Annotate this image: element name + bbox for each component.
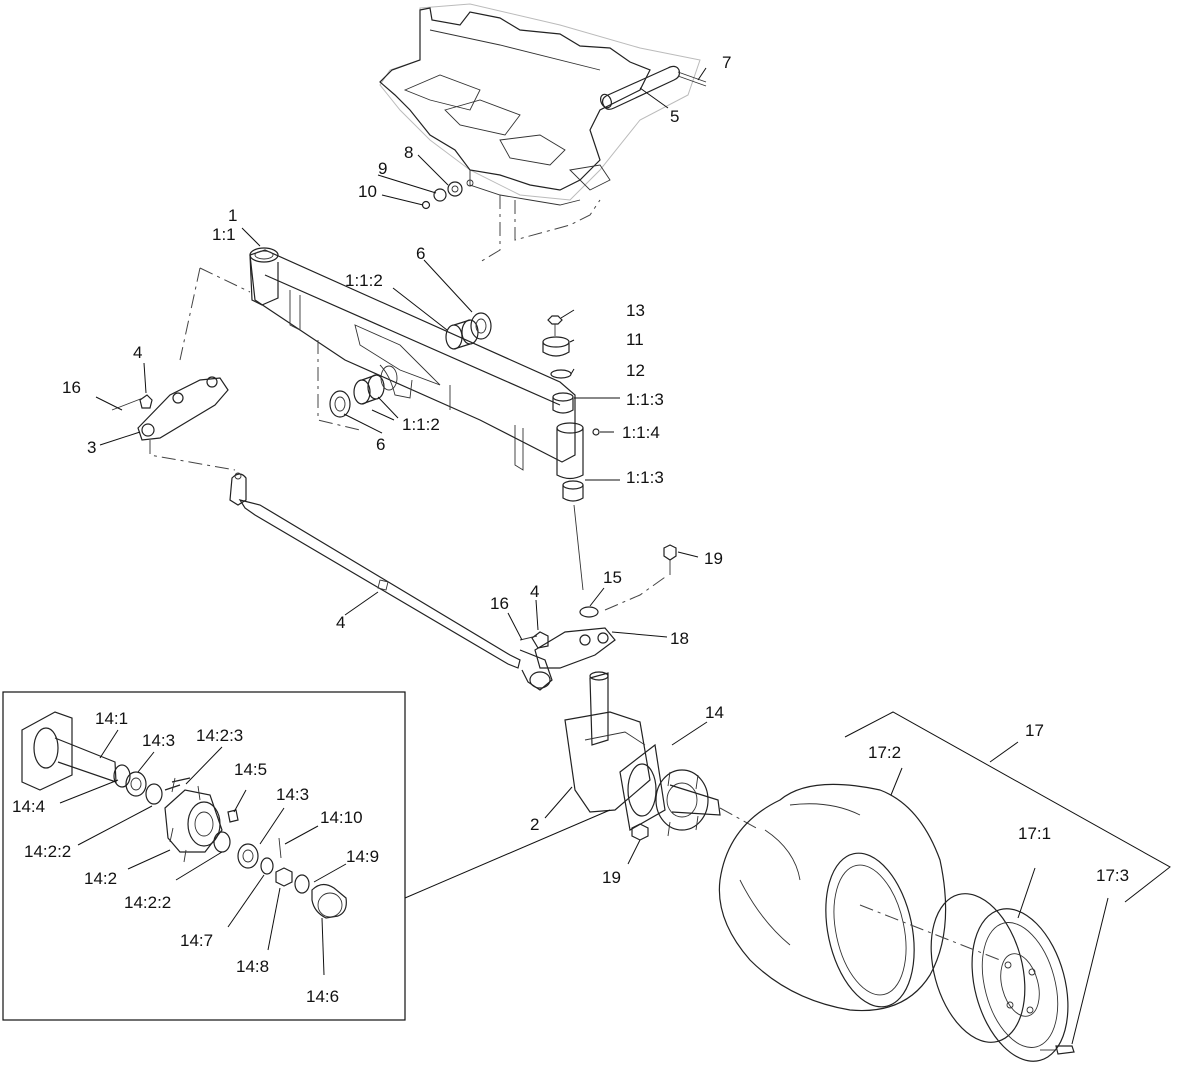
- label-14-3-left: 14:3: [142, 731, 175, 750]
- pivot-pin: [599, 65, 707, 110]
- label-6-upper: 6: [416, 244, 425, 263]
- leader-lines: [59, 67, 1109, 1045]
- label-4-tie-rod: 4: [336, 613, 345, 632]
- label-14-1: 14:1: [95, 709, 128, 728]
- label-14-2-2-right: 14:2:2: [124, 893, 171, 912]
- tie-rod: [229, 472, 553, 691]
- label-14-9: 14:9: [346, 847, 379, 866]
- label-8: 8: [404, 143, 413, 162]
- label-14-2-2-left: 14:2:2: [24, 842, 71, 861]
- label-14-6: 14:6: [306, 987, 339, 1006]
- label-6-lower: 6: [376, 435, 385, 454]
- label-4-nut-left: 4: [133, 343, 142, 362]
- frame-section: [379, 3, 701, 263]
- label-4-nut-right: 4: [530, 582, 539, 601]
- spindle-cap-stack: [542, 315, 600, 591]
- label-17: 17: [1025, 721, 1044, 740]
- label-2: 2: [530, 815, 539, 834]
- label-1-1-2-lower: 1:1:2: [402, 415, 440, 434]
- label-14-10: 14:10: [320, 808, 363, 827]
- label-10: 10: [358, 182, 377, 201]
- label-1-1-2-upper: 1:1:2: [345, 271, 383, 290]
- label-1-1-4: 1:1:4: [622, 423, 660, 442]
- steering-arm-left: [111, 376, 236, 471]
- label-14-3-right: 14:3: [276, 785, 309, 804]
- label-5: 5: [670, 107, 679, 126]
- label-14-8: 14:8: [236, 957, 269, 976]
- callout-labels: 1 1:1 1:1:2 1:1:2 1:1:3 1:1:3 1:1:4 2 3 …: [12, 53, 1129, 1006]
- hub-detail-inset: [2, 691, 611, 1021]
- label-11: 11: [626, 330, 644, 349]
- label-1-1-3-upper: 1:1:3: [626, 390, 664, 409]
- axle-bushings: [329, 312, 492, 418]
- label-19-upper: 19: [704, 549, 723, 568]
- label-3: 3: [87, 438, 96, 457]
- label-12: 12: [626, 361, 645, 380]
- label-14-4: 14:4: [12, 797, 45, 816]
- wheel-assembly: [718, 711, 1171, 1062]
- label-14-5: 14:5: [234, 760, 267, 779]
- label-1-1: 1:1: [212, 225, 236, 244]
- label-16-right: 16: [490, 594, 509, 613]
- label-7: 7: [722, 53, 731, 72]
- label-18: 18: [670, 629, 689, 648]
- label-16-left: 16: [62, 378, 81, 397]
- label-1: 1: [228, 206, 237, 225]
- spindle-assembly: [564, 671, 761, 841]
- steering-arm-right: [519, 544, 677, 669]
- label-1-1-3-lower: 1:1:3: [626, 468, 664, 487]
- label-14-2: 14:2: [84, 869, 117, 888]
- label-14-7: 14:7: [180, 931, 213, 950]
- label-14: 14: [705, 703, 724, 722]
- label-17-3: 17:3: [1096, 866, 1129, 885]
- label-14-2-3: 14:2:3: [196, 726, 243, 745]
- label-17-2: 17:2: [868, 743, 901, 762]
- label-17-1: 17:1: [1018, 824, 1051, 843]
- label-19-lower: 19: [602, 868, 621, 887]
- label-13: 13: [626, 301, 645, 320]
- label-15: 15: [603, 568, 622, 587]
- label-9: 9: [378, 159, 387, 178]
